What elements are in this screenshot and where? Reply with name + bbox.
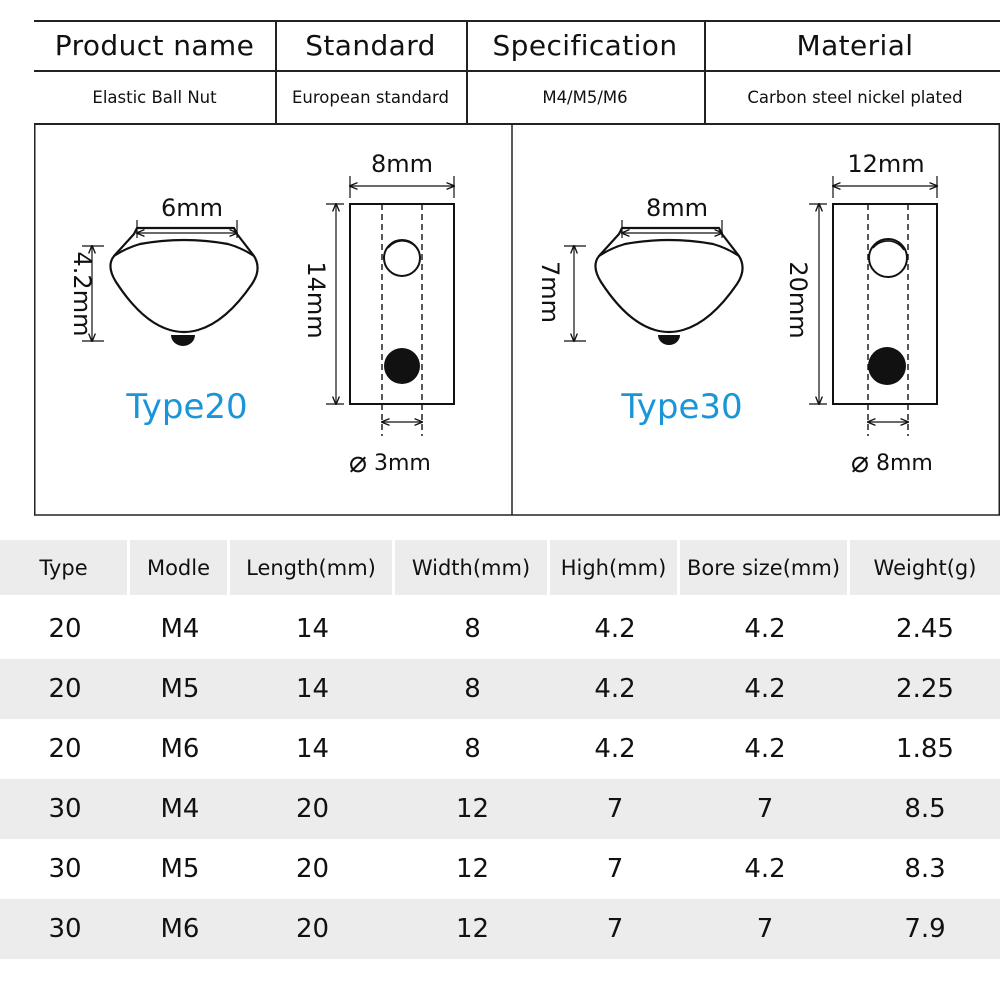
col-header-length: Length(mm) [230,540,395,595]
type30-height-label: 7mm [536,261,564,323]
cell-width: 12 [455,794,490,824]
table-row: 30 M5 20 12 7 4.2 8.3 [0,839,1000,899]
dimension-diagram-panel: 6mm 4.2mm Type20 8mm 14mm ⌀ 3mm [34,124,1000,516]
type30-length-label: 20mm [784,261,812,338]
col-header-model: Modle [130,540,230,595]
col-header-weight: Weight(g) [873,555,977,580]
info-header-row: Product name Standard Specification Mate… [34,20,1000,70]
table-row: 20 M5 14 8 4.2 4.2 2.25 [0,659,1000,719]
table-row: 20 M6 14 8 4.2 4.2 1.85 [0,719,1000,779]
cell-model: M5 [160,854,200,884]
cell-width: 12 [455,914,490,944]
header-material: Material [796,28,914,62]
cell-bore-size: 4.2 [744,854,786,884]
cell-high: 4.2 [594,734,636,764]
cell-weight: 7.9 [904,914,946,944]
type30-body-width-label: 12mm [847,150,924,178]
specification-table: Type Modle Length(mm) Width(mm) High(mm)… [0,540,1000,959]
type20-bore-label: 3mm [374,451,431,476]
info-value-row: Elastic Ball Nut European standard M4/M5… [34,70,1000,124]
cell-type: 30 [48,914,82,944]
cell-model: M4 [160,614,200,644]
cell-bore-size: 7 [756,914,774,944]
cell-length: 14 [295,734,330,764]
cell-width: 8 [464,614,481,644]
type30-diameter-icon: ⌀ [851,445,869,480]
cell-model: M6 [160,914,200,944]
col-header-width: Width(mm) [395,540,550,595]
cell-length: 20 [295,794,330,824]
cell-type: 30 [48,854,82,884]
type30-label: Type30 [620,387,742,427]
cell-model: M6 [160,734,200,764]
type30-profile-drawing [564,220,744,345]
cell-bore-size: 4.2 [744,734,786,764]
cell-high: 4.2 [594,674,636,704]
cell-width: 8 [464,734,481,764]
type20-profile-drawing [82,220,259,346]
cell-high: 4.2 [594,614,636,644]
cell-high: 7 [606,914,624,944]
cell-model: M4 [160,794,200,824]
type30-top-width-label: 8mm [646,194,708,222]
type20-body-drawing [326,176,455,436]
panel-frame [34,124,1000,516]
type20-top-width-label: 6mm [161,194,223,222]
col-header-bore-size: Bore size(mm) [680,540,850,595]
value-material: Carbon steel nickel plated [747,87,963,107]
type30-bore-label: 8mm [876,451,933,476]
cell-length: 14 [295,614,330,644]
product-info-table: Product name Standard Specification Mate… [34,20,1000,125]
cell-weight: 8.3 [904,854,946,884]
table-row: 20 M4 14 8 4.2 4.2 2.45 [0,599,1000,659]
header-standard: Standard [305,28,436,62]
type20-body-width-label: 8mm [371,150,433,178]
col-header-type: Type [0,540,130,595]
cell-high: 7 [606,854,624,884]
cell-bore-size: 4.2 [744,614,786,644]
spec-header-row: Type Modle Length(mm) Width(mm) High(mm)… [0,540,1000,595]
cell-length: 14 [295,674,330,704]
cell-weight: 2.45 [896,614,954,644]
cell-high: 7 [606,794,624,824]
cell-type: 20 [48,734,82,764]
dimension-diagram: 6mm 4.2mm Type20 8mm 14mm ⌀ 3mm [34,124,1000,516]
value-product-name: Elastic Ball Nut [92,87,217,107]
col-header-high: High(mm) [550,540,680,595]
cell-bore-size: 7 [756,794,774,824]
cell-length: 20 [295,854,330,884]
cell-type: 20 [48,614,82,644]
cell-weight: 1.85 [896,734,954,764]
cell-type: 20 [48,674,82,704]
type20-length-label: 14mm [302,261,330,338]
cell-model: M5 [160,674,200,704]
cell-width: 8 [464,674,481,704]
type20-height-label: 4.2mm [68,252,96,337]
cell-weight: 2.25 [896,674,954,704]
type20-label: Type20 [125,387,247,427]
cell-type: 30 [48,794,82,824]
cell-weight: 8.5 [904,794,946,824]
cell-length: 20 [295,914,330,944]
cell-width: 12 [455,854,490,884]
table-row: 30 M4 20 12 7 7 8.5 [0,779,1000,839]
value-standard: European standard [291,87,450,107]
table-row: 30 M6 20 12 7 7 7.9 [0,899,1000,959]
type20-diameter-icon: ⌀ [349,445,367,480]
value-specification: M4/M5/M6 [542,87,628,107]
header-product-name: Product name [54,28,255,62]
header-specification: Specification [492,28,678,62]
cell-bore-size: 4.2 [744,674,786,704]
type30-body-drawing [809,176,938,436]
